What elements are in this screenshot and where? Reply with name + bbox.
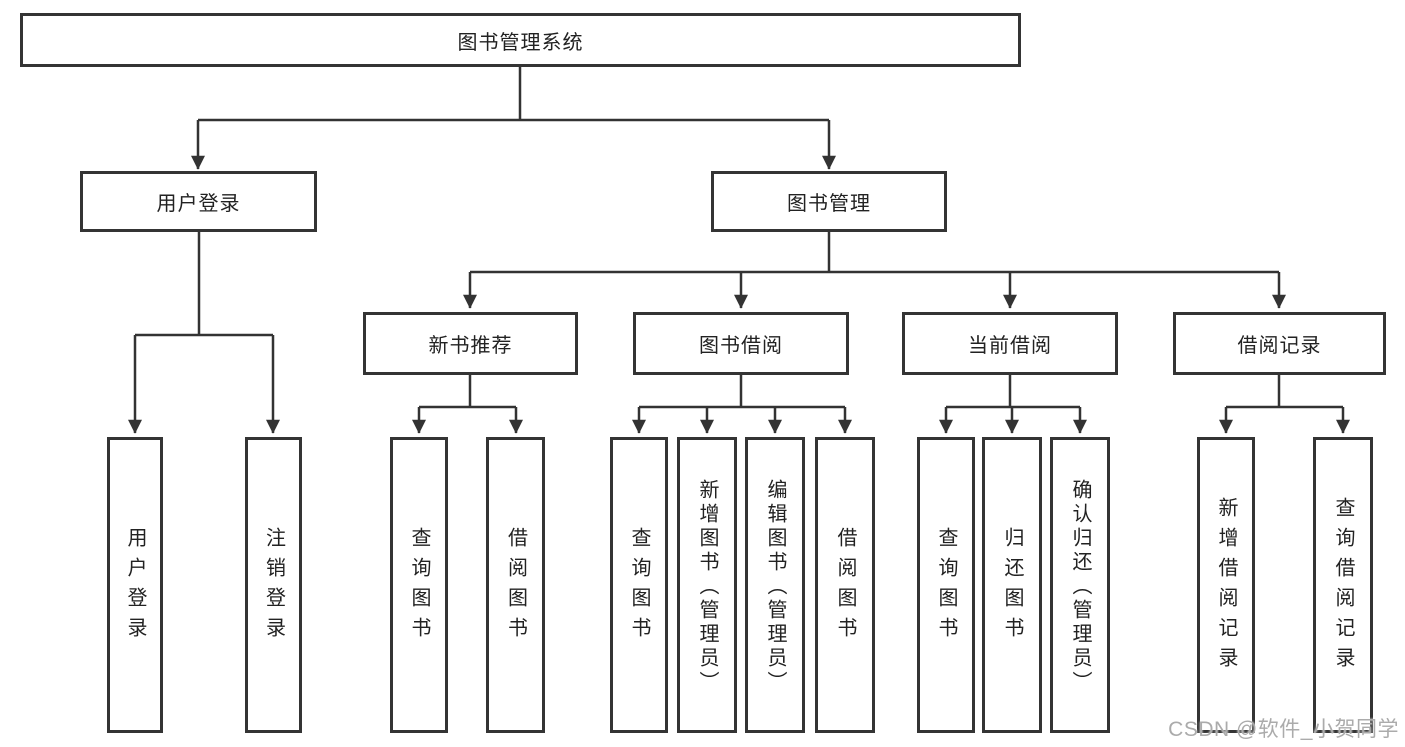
node-user-login: 用户登录 [80,171,317,232]
node-leaf-return-books: 归还图书 [982,437,1042,733]
node-leaf-borrow-books-recommend: 借阅图书 [486,437,545,733]
node-leaf-borrow-books: 借阅图书 [815,437,875,733]
node-leaf-confirm-return-admin: 确认归还（管理员） [1050,437,1110,733]
node-leaf-query-borrow-record: 查询借阅记录 [1313,437,1373,733]
node-leaf-logout: 注销登录 [245,437,302,733]
node-current-borrow: 当前借阅 [902,312,1118,375]
node-leaf-query-books-current: 查询图书 [917,437,975,733]
node-book-borrow: 图书借阅 [633,312,849,375]
node-borrow-records: 借阅记录 [1173,312,1386,375]
node-leaf-edit-books-admin: 编辑图书（管理员） [745,437,805,733]
node-leaf-query-books-borrow: 查询图书 [610,437,668,733]
csdn-watermark: CSDN @软件_小贺同学 [1168,718,1399,741]
node-book-management: 图书管理 [711,171,947,232]
node-leaf-query-books-recommend: 查询图书 [390,437,448,733]
node-leaf-user-login: 用户登录 [107,437,163,733]
node-leaf-add-borrow-record: 新增借阅记录 [1197,437,1255,733]
node-leaf-add-books-admin: 新增图书（管理员） [677,437,737,733]
node-library-management-system: 图书管理系统 [20,13,1021,67]
node-new-book-recommend: 新书推荐 [363,312,578,375]
